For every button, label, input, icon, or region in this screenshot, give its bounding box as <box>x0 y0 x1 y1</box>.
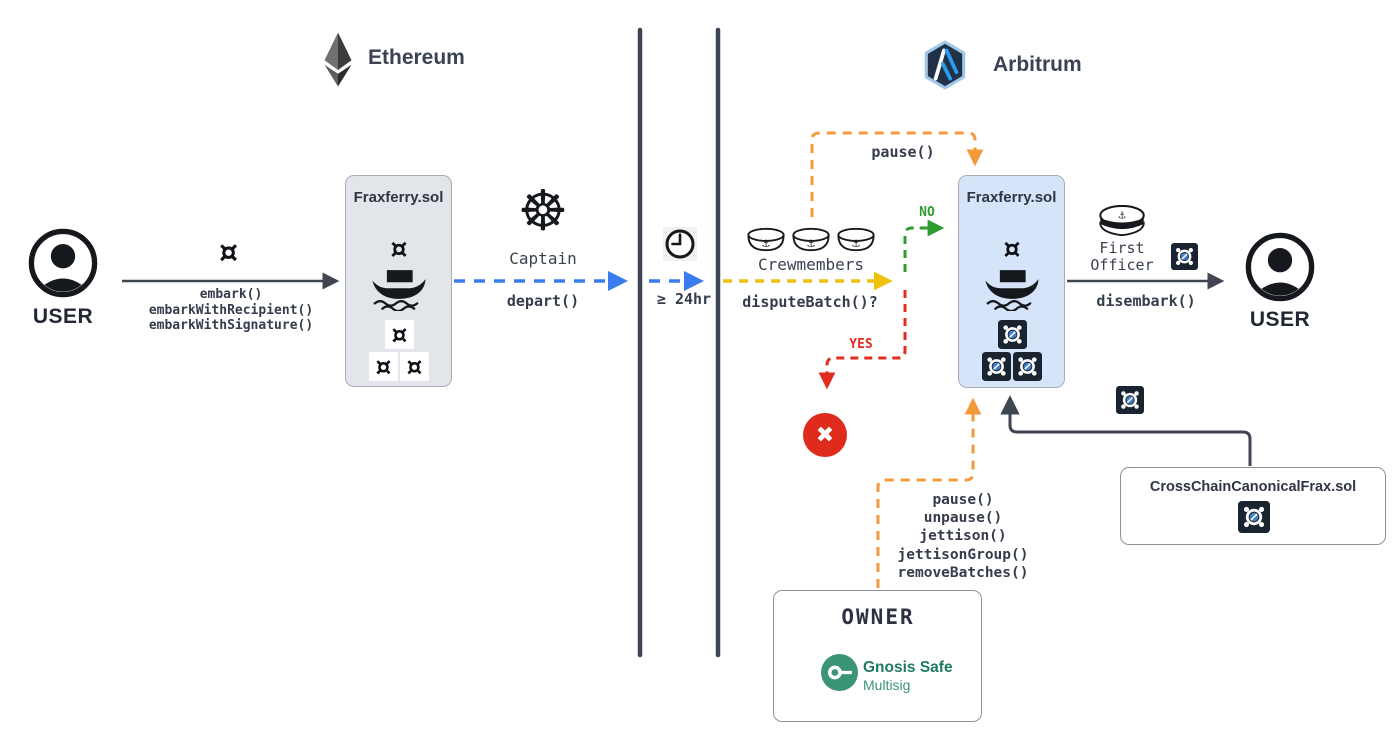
owner-title: OWNER <box>841 605 915 629</box>
yes-label: YES <box>849 337 873 352</box>
sailor-hat-icon <box>834 227 878 253</box>
frax-token-dark-icon <box>1171 243 1198 270</box>
no-label: NO <box>919 205 935 220</box>
edge-pause-top <box>810 131 984 217</box>
gnosis-safe-logo-icon <box>821 654 858 691</box>
user-label-right: USER <box>1249 308 1311 331</box>
frax-token-icon: ¤ <box>406 352 423 381</box>
pause-label: pause() <box>932 492 994 508</box>
cross-icon: ✖ <box>815 422 835 448</box>
dispute-batch-label: disputeBatch()? <box>742 293 878 311</box>
embark-functions-label: embark() embarkWithRecipient() embarkWit… <box>149 287 313 334</box>
embark-with-signature-label: embarkWithSignature() <box>148 318 314 333</box>
remove-batches-label: removeBatches() <box>897 564 1029 581</box>
clock-icon <box>663 227 697 261</box>
frax-token-batch: ¤ <box>400 352 429 381</box>
frax-token-icon: ¤ <box>390 234 408 265</box>
fraxferry-right-title: Fraxferry.sol <box>966 189 1057 206</box>
sailor-hat-icon <box>744 227 788 253</box>
sailor-hat-icon <box>789 227 833 253</box>
frax-token-batch: ¤ <box>369 352 398 381</box>
arbitrum-logo-icon <box>922 40 968 90</box>
crosschain-title: CrossChainCanonicalFrax.sol <box>1149 479 1357 495</box>
unpause-label: unpause() <box>923 510 1003 527</box>
depart-label: depart() <box>506 292 580 310</box>
wait-24hr-label: ≥ 24hr <box>656 290 712 308</box>
frax-token-dark-icon <box>1238 501 1270 533</box>
frax-token-dark-icon <box>1013 352 1042 381</box>
fraxferry-right-box: Fraxferry.sol ¤ <box>958 175 1065 388</box>
chain-title-arbitrum: Arbitrum <box>993 53 1082 76</box>
jettison-group-label: jettisonGroup() <box>897 546 1029 563</box>
officer-cap-icon <box>1096 205 1148 239</box>
frax-token-dark-icon <box>982 352 1011 381</box>
owner-box: OWNER Gnosis Safe Multisig <box>773 590 982 722</box>
frax-token-icon: ¤ <box>391 320 408 349</box>
captain-label: Captain <box>509 249 577 268</box>
user-icon-right <box>1245 232 1315 302</box>
gnosis-safe-label: Gnosis Safe <box>863 659 953 676</box>
fraxferry-left-title: Fraxferry.sol <box>353 189 444 206</box>
edge-no <box>903 219 945 272</box>
edge-crosschain <box>1000 395 1252 466</box>
multisig-label: Multisig <box>863 677 911 693</box>
ethereum-logo-icon <box>320 31 356 88</box>
frax-token-icon: ¤ <box>375 352 392 381</box>
edge-yes <box>818 290 907 390</box>
embark-with-recipient-label: embarkWithRecipient() <box>148 302 314 318</box>
embark-label: embark() <box>199 287 263 302</box>
frax-token-batch: ¤ <box>385 320 414 349</box>
crosschain-canonical-frax-box: CrossChainCanonicalFrax.sol <box>1120 467 1386 545</box>
first-officer-line1: First <box>1099 239 1145 257</box>
ship-icon <box>983 264 1041 311</box>
frax-token-icon: ¤ <box>219 235 239 270</box>
first-officer-line2: Officer <box>1090 255 1154 274</box>
edge-owner-calls <box>876 397 982 588</box>
ship-icon <box>370 264 428 311</box>
fraxferry-left-box: Fraxferry.sol ¤ ¤ ¤ ¤ <box>345 175 452 387</box>
frax-token-dark-icon <box>998 320 1027 349</box>
first-officer-label: First Officer <box>1090 240 1153 273</box>
chain-title-ethereum: Ethereum <box>368 46 465 69</box>
owner-functions-label: pause() unpause() jettison() jettisonGro… <box>898 491 1029 582</box>
jettison-label: jettison() <box>919 528 1007 545</box>
disembark-label: disembark() <box>1096 292 1196 310</box>
helm-icon: ☸ <box>517 179 569 244</box>
frax-token-icon: ¤ <box>1003 234 1021 265</box>
user-label-left: USER <box>32 305 94 328</box>
rejected-icon: ✖ <box>803 413 847 457</box>
user-icon-left <box>28 228 98 298</box>
frax-token-dark-icon <box>1116 386 1144 414</box>
pause-top-label: pause() <box>871 143 935 161</box>
crewmembers-label: Crewmembers <box>758 255 864 274</box>
